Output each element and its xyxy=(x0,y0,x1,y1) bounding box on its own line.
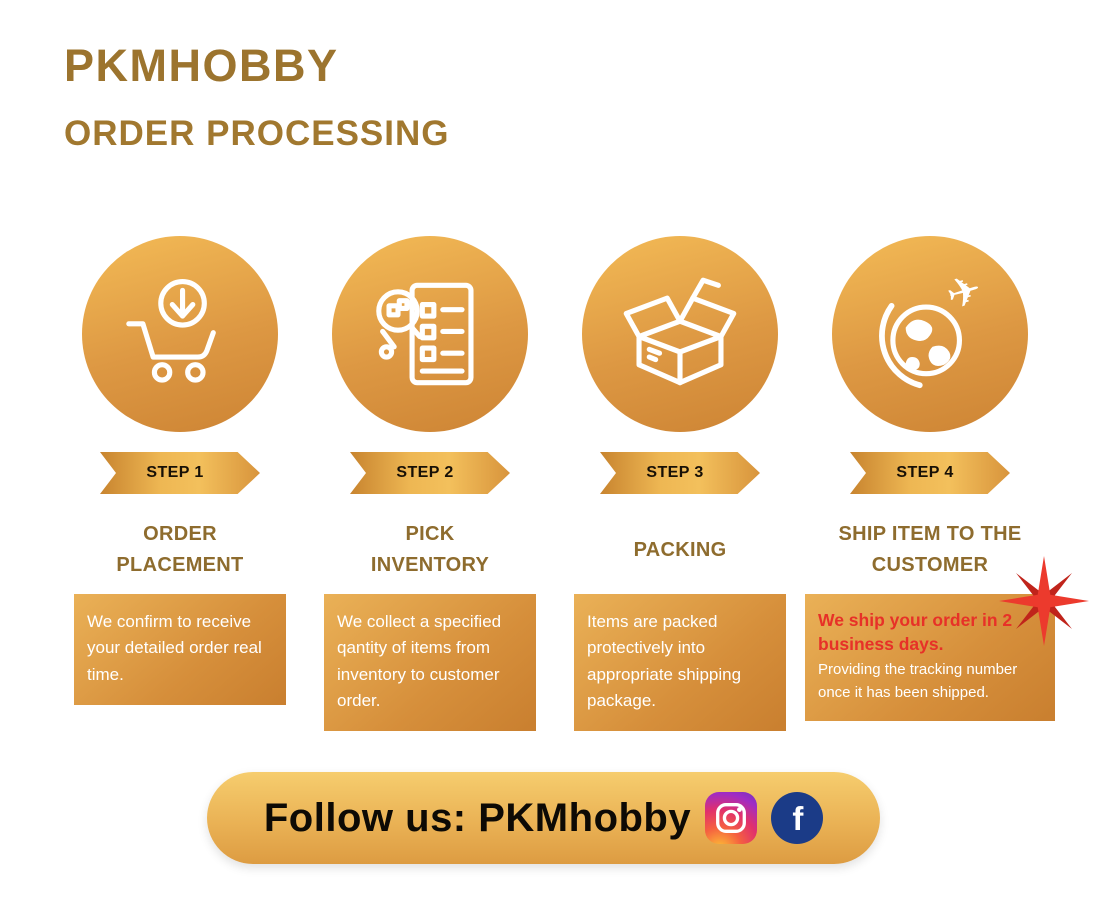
step-3-badge: STEP 3 xyxy=(600,452,760,494)
step-column-order-placement: STEP 1 ORDER PLACEMENT We confirm to rec… xyxy=(55,236,305,731)
step-2-description: We collect a specified qantity of items … xyxy=(324,594,536,732)
step-1-description: We confirm to receive your detailed orde… xyxy=(74,594,286,706)
step-1-badge-label: STEP 1 xyxy=(146,464,204,481)
step-1-title: ORDER PLACEMENT xyxy=(116,523,244,576)
follow-label: Follow us: PKMhobby xyxy=(263,795,692,840)
pick-inventory-circle xyxy=(332,236,528,432)
starburst-icon xyxy=(999,556,1089,646)
step-2-badge: STEP 2 xyxy=(350,452,510,494)
step-3-title: PACKING xyxy=(633,538,727,561)
pick-inventory-checklist-icon xyxy=(376,282,474,386)
packing-box-icon xyxy=(623,277,737,386)
brand-title: PKMHOBBY xyxy=(64,40,339,91)
step-4-description: We ship your order in 2 business days. P… xyxy=(805,556,1089,722)
step-3-badge-label: STEP 3 xyxy=(646,464,704,481)
step-column-ship-item: ✈ STEP 4 SHIP ITEM TO THE CUSTOMER We sh… xyxy=(805,236,1089,731)
step-4-description-highlight: We ship your order in 2 business days. xyxy=(818,610,1013,654)
step-4-description-rest: Providing the tracking number once it ha… xyxy=(818,661,1018,701)
facebook-icon[interactable]: f xyxy=(771,792,824,844)
step-3-description: Items are packed protectively into appro… xyxy=(574,594,786,732)
order-placement-circle xyxy=(82,236,278,432)
page-title: ORDER PROCESSING xyxy=(64,114,450,153)
ship-item-circle: ✈ xyxy=(832,236,1028,432)
step-column-pick-inventory: STEP 2 PICK INVENTORY We collect a speci… xyxy=(305,236,555,732)
follow-banner: Follow us: PKMhobby f xyxy=(207,772,880,864)
step-4-badge: STEP 4 xyxy=(850,452,1010,494)
process-steps: STEP 1 ORDER PLACEMENT We confirm to rec… xyxy=(55,236,1089,732)
svg-text:f: f xyxy=(793,800,805,837)
step-4-badge-label: STEP 4 xyxy=(896,464,954,481)
cart-download-icon xyxy=(126,278,216,383)
instagram-icon[interactable] xyxy=(705,792,758,844)
packing-circle xyxy=(582,236,778,432)
step-2-title: PICK INVENTORY xyxy=(370,523,490,576)
step-4-title: SHIP ITEM TO THE CUSTOMER xyxy=(838,523,1022,576)
step-1-badge: STEP 1 xyxy=(100,452,260,494)
step-column-packing: STEP 3 PACKING Items are packed protecti… xyxy=(555,236,805,732)
step-2-badge-label: STEP 2 xyxy=(396,464,454,481)
globe-airplane-icon: ✈ xyxy=(879,270,987,389)
header: PKMHOBBY ORDER PROCESSING xyxy=(64,40,450,154)
